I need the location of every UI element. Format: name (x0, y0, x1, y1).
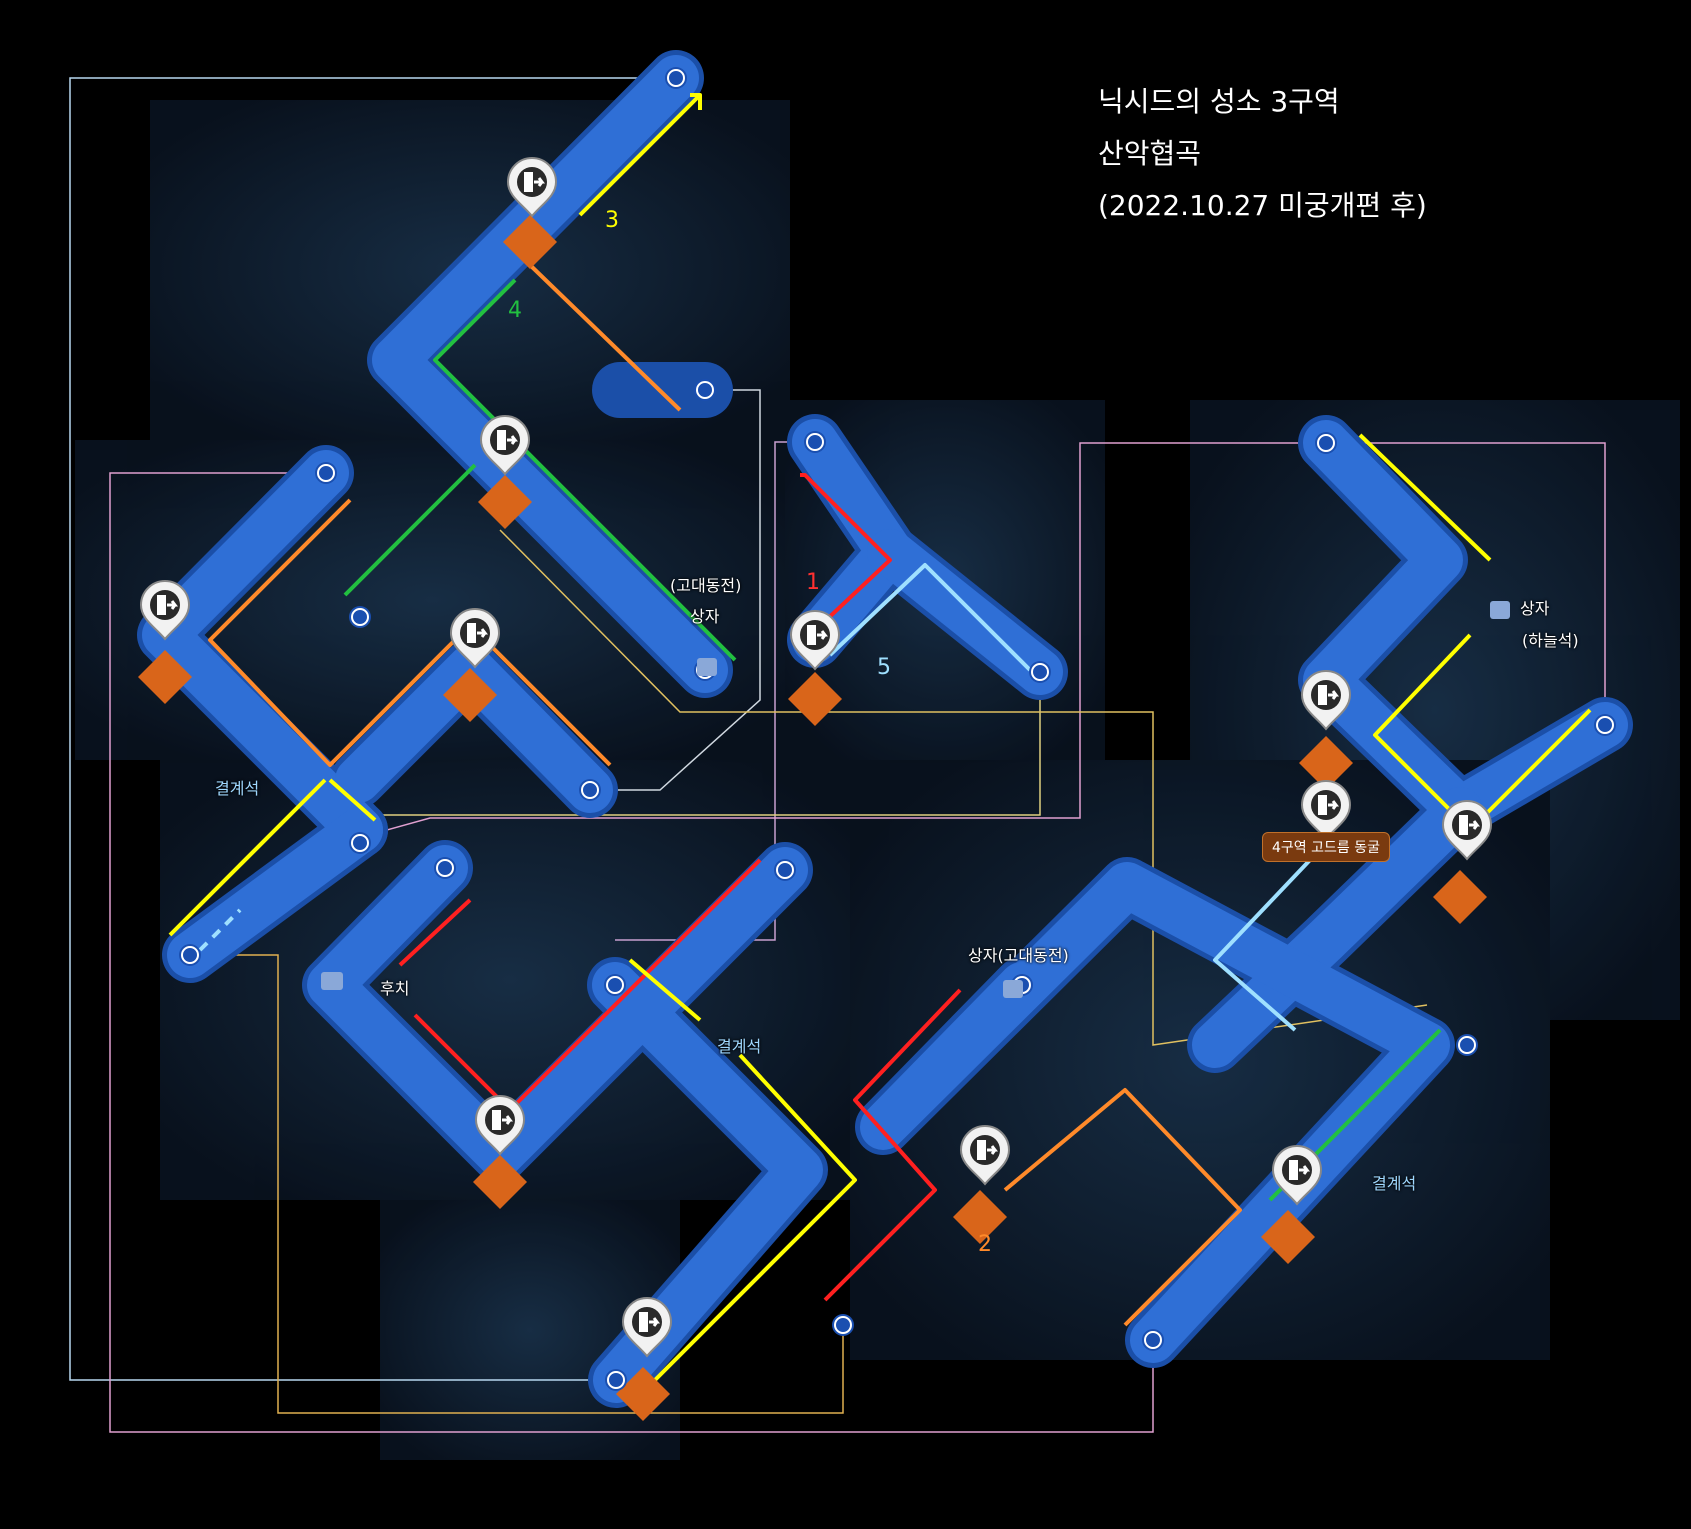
label-chest-sky: 상자 (1520, 599, 1550, 618)
zone4-exit-badge: 4구역 고드름 동굴 (1262, 832, 1390, 862)
step-number-5: 5 (877, 655, 891, 680)
title-line-1: 닉시드의 성소 3구역 (1098, 85, 1340, 118)
title-line-3: (2022.10.27 미궁개편 후) (1098, 189, 1427, 222)
title-line-2: 산악협곡 (1098, 137, 1202, 170)
step-number-4: 4 (508, 298, 522, 323)
step-number-1: 1 (806, 570, 820, 595)
label-chest-ancient-bottom: 상자(고대동전) (968, 946, 1069, 965)
label-barrier-left: 결계석 (215, 779, 260, 798)
label-chest-top: 상자 (690, 607, 720, 626)
exit-tiles (138, 215, 1487, 1421)
map-title: 닉시드의 성소 3구역 산악협곡 (2022.10.27 미궁개편 후) (1098, 76, 1427, 232)
label-chest-sky-sub: (하늘석) (1522, 631, 1579, 650)
chest-icons (321, 601, 1510, 998)
route-lines (168, 93, 1592, 1397)
label-fallback: 후치 (380, 979, 410, 998)
label-chest-ancient-top: (고대동전) (670, 576, 742, 595)
label-barrier-mid: 결계석 (717, 1037, 762, 1056)
connector-lines (69, 77, 1606, 1433)
label-barrier-right: 결계석 (1372, 1174, 1417, 1193)
step-number-3: 3 (605, 208, 619, 233)
step-number-2: 2 (978, 1232, 992, 1257)
